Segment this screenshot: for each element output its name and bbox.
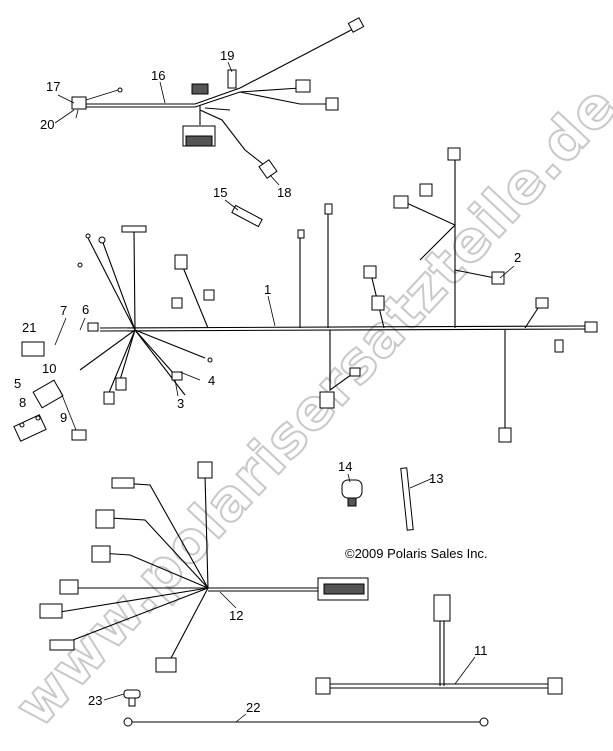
callout-6: 6 — [82, 302, 89, 317]
relay-block — [13, 341, 87, 442]
callout-18: 18 — [277, 185, 291, 200]
harness-upper — [71, 17, 365, 179]
watermark: www.polarisersatzteile.de — [2, 72, 613, 740]
callout-21: 21 — [22, 320, 36, 335]
harness-12 — [39, 461, 369, 673]
part-13-cable-tie — [400, 467, 414, 531]
callout-14: 14 — [338, 459, 352, 474]
watermark-text: www.polarisersatzteile.de — [3, 73, 613, 739]
callout-1: 1 — [264, 282, 271, 297]
callout-22: 22 — [246, 700, 260, 715]
callout-4: 4 — [208, 373, 215, 388]
fastener-23 — [123, 689, 141, 707]
part-14-clamp — [341, 479, 363, 507]
callout-2: 2 — [514, 250, 521, 265]
cable-22 — [123, 717, 489, 727]
callout-10: 10 — [42, 361, 56, 376]
callout-16: 16 — [151, 68, 165, 83]
callout-11: 11 — [474, 643, 488, 658]
callout-23: 23 — [88, 693, 102, 708]
callout-8: 8 — [19, 395, 26, 410]
harness-main — [77, 147, 598, 443]
callout-20: 20 — [40, 117, 54, 132]
callout-5: 5 — [14, 376, 21, 391]
callout-7: 7 — [60, 303, 67, 318]
callout-12: 12 — [229, 608, 243, 623]
callouts: 1 2 3 4 5 6 7 8 9 10 11 12 13 14 15 16 1… — [14, 48, 521, 723]
callout-15: 15 — [213, 185, 227, 200]
callout-13: 13 — [429, 471, 443, 486]
copyright-text: ©2009 Polaris Sales Inc. — [345, 546, 488, 561]
callout-19: 19 — [220, 48, 234, 63]
harness-11 — [315, 594, 563, 695]
callout-17: 17 — [46, 79, 60, 94]
callout-3: 3 — [177, 396, 184, 411]
part-15 — [231, 204, 263, 228]
callout-9: 9 — [60, 410, 67, 425]
